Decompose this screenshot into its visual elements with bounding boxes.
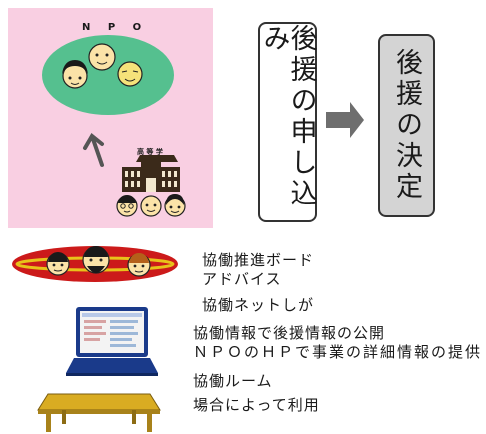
item-publish: 協働情報で後援情報の公開 [193,324,386,342]
student-face [140,195,162,217]
item-room: 協働ルーム [193,372,273,390]
item-advice: アドバイス [202,270,282,288]
npo-person-face [117,61,143,87]
laptop [66,307,158,376]
school-sign: 高 等 学 [137,148,163,156]
item-net: 協働ネットしが [202,296,315,314]
decide-box-label: 後援の決定 [391,48,422,203]
student-face [116,195,138,217]
right-arrow [326,102,364,138]
npo-label: N P O [82,22,149,33]
item-usage: 場合によって利用 [193,396,320,414]
npo-person-face [88,43,116,71]
item-hp: ＮＰＯのＨＰで事業の詳細情報の提供 [193,343,483,361]
decide-box: 後援の決定 [378,34,435,217]
apply-box-label: 後援の申し込み [258,24,317,210]
table [37,393,161,432]
board-member-face [127,253,151,277]
apply-box: 後援の申し込み [258,22,317,222]
student-face [164,194,186,217]
board-member-face [46,252,70,276]
up-arrow [83,132,104,167]
npo-person-face [62,60,88,89]
item-board: 協働推進ボード [202,251,315,269]
board-member-face [82,246,110,274]
school-building [122,155,180,192]
npo-ellipse [42,35,174,115]
